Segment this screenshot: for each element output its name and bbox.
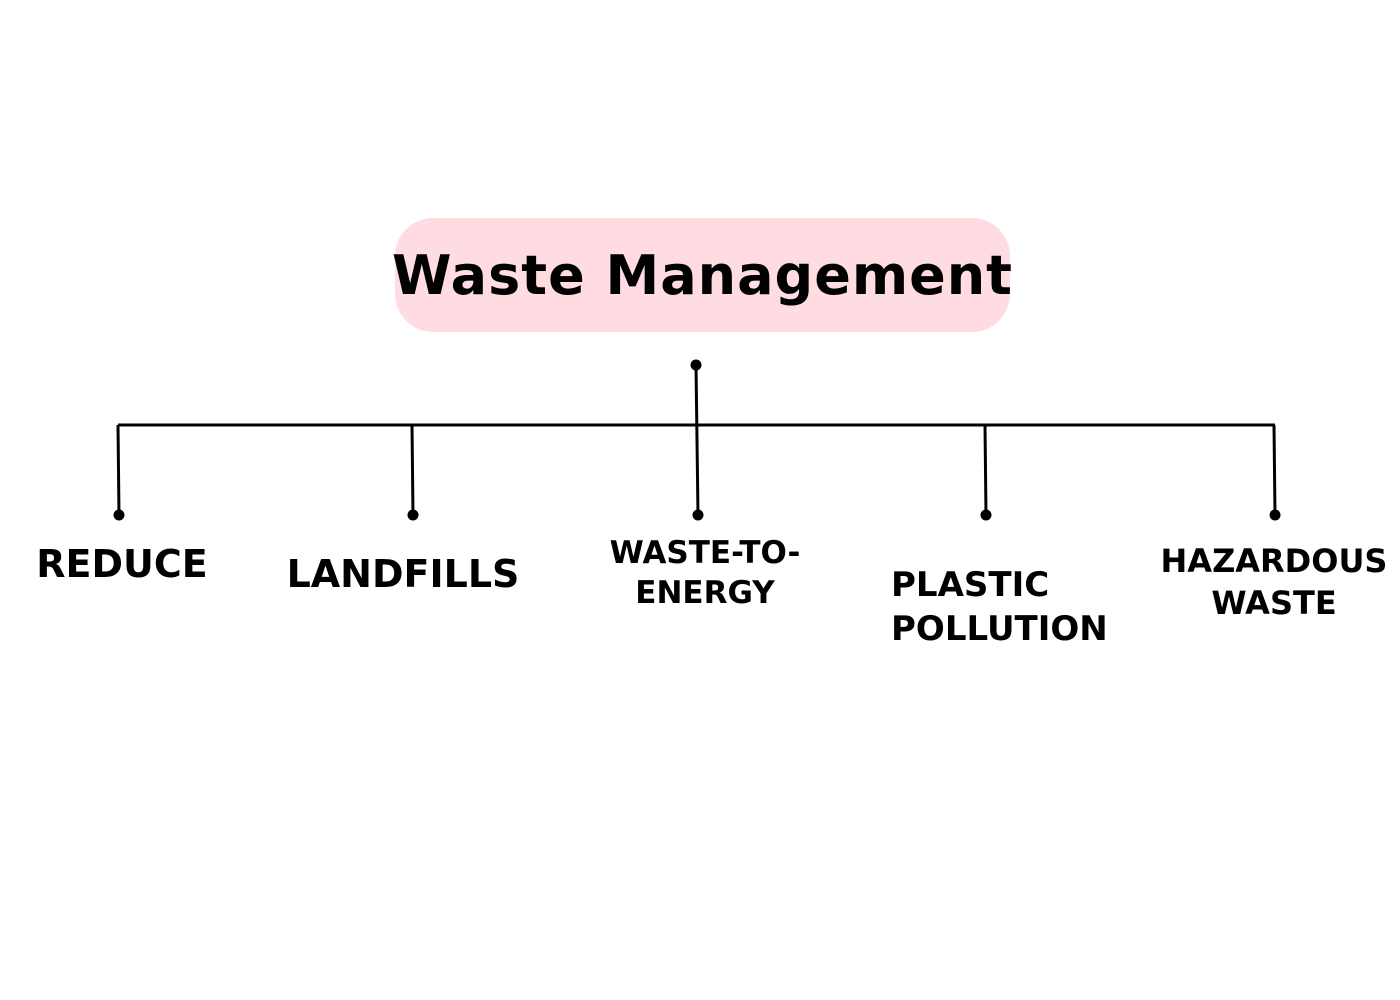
root-node: Waste Management: [392, 218, 1013, 332]
branch-dot-hazardous-waste: [1269, 509, 1281, 521]
branch-dot-waste-to-energy: [692, 509, 704, 521]
branch-dot-reduce: [113, 509, 125, 521]
node-hazardous-waste: HAZARDOUS WASTE: [1160, 542, 1388, 622]
branch-line-reduce: [116, 424, 121, 516]
node-reduce: REDUCE: [36, 542, 208, 586]
node-plastic-pollution: PLASTIC POLLUTION: [891, 565, 1108, 650]
branch-dot-plastic-pollution: [980, 509, 992, 521]
root-stem-dot: [690, 359, 702, 371]
node-waste-to-energy: WASTE-TO-ENERGY: [609, 535, 801, 612]
branch-line-hazardous-waste: [1272, 424, 1277, 516]
root-stem-line: [694, 364, 700, 516]
branch-line-landfills: [410, 424, 415, 516]
branch-dot-landfills: [407, 509, 419, 521]
branch-line-plastic-pollution: [983, 424, 988, 516]
node-landfills: LANDFILLS: [286, 552, 520, 596]
root-node-title: Waste Management: [392, 243, 1013, 307]
